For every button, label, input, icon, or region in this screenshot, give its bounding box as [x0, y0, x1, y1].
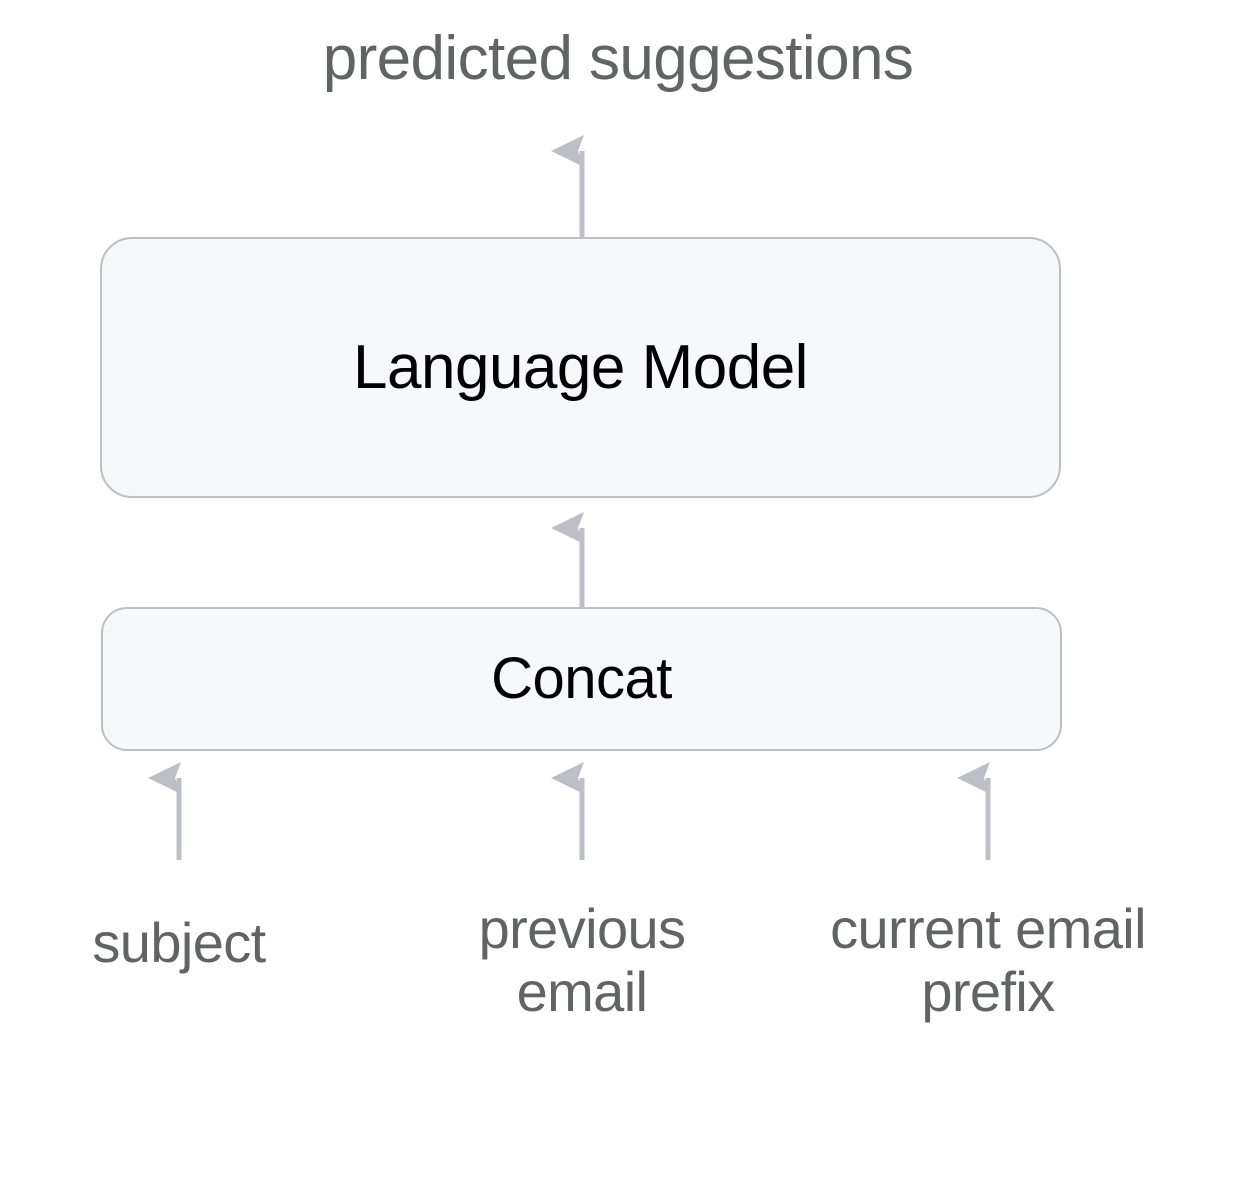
input-label-previous-email: previous email — [478, 897, 686, 1023]
node-language-model[interactable]: Language Model — [100, 237, 1061, 498]
input-label-current-email-prefix: current email prefix — [830, 897, 1146, 1023]
node-concat-label: Concat — [491, 646, 672, 711]
output-label: predicted suggestions — [322, 24, 914, 93]
node-concat[interactable]: Concat — [101, 607, 1062, 751]
node-language-model-label: Language Model — [353, 332, 808, 402]
input-label-subject: subject — [92, 911, 266, 974]
